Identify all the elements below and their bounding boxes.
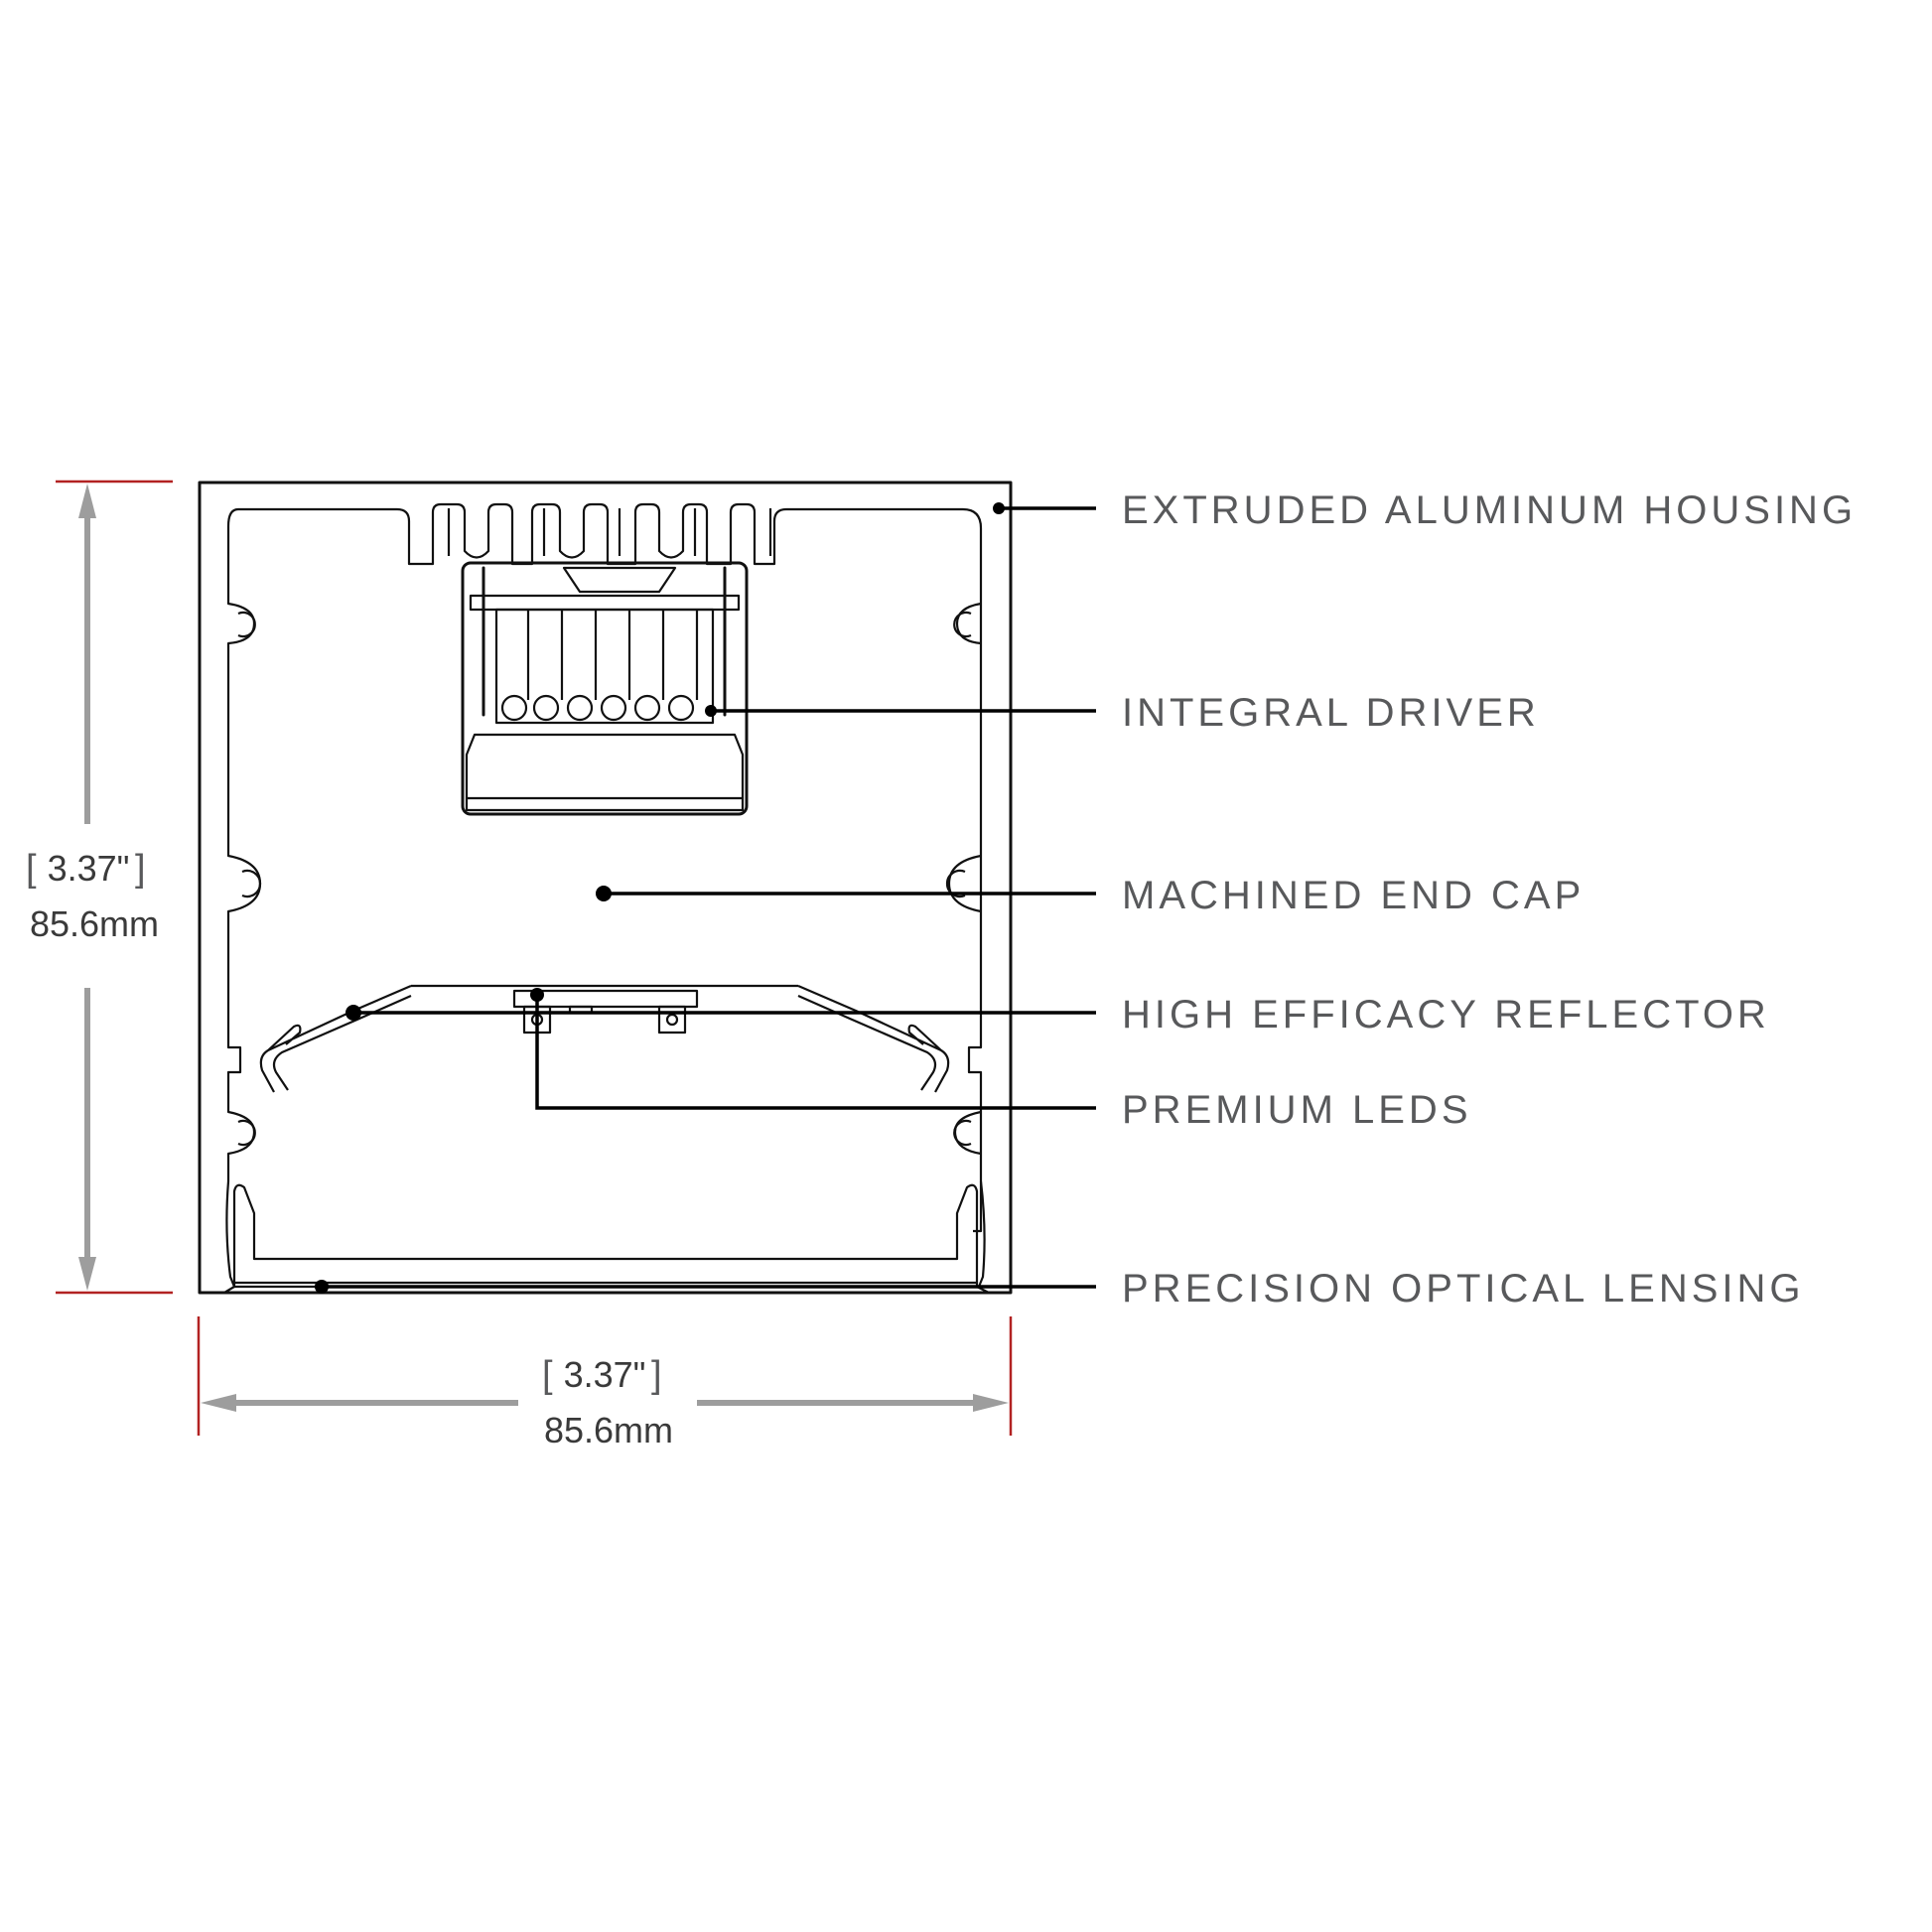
driver-terminal-5 [633,694,661,722]
width-inches: 3.37" [564,1354,646,1395]
housing [198,481,1013,1295]
driver-terminal-2 [532,694,560,722]
width-mm: 85.6mm [544,1410,673,1450]
height-arrowhead-up [78,483,96,518]
slot-right-middle [945,869,966,898]
driver-housing [461,561,749,816]
driver-terminal-1 [500,694,528,722]
height-inches: 3.37" [48,848,130,889]
width-arrowhead-left [201,1394,236,1412]
height-arrowhead-down [78,1257,96,1291]
driver-terminal-block [494,608,715,725]
width-bracket-close: ] [651,1354,662,1396]
width-arrowhead-right [973,1394,1009,1412]
callout-leaders [315,502,1096,1294]
callout-labels: EXTRUDED ALUMINUM HOUSING INTEGRAL DRIVE… [1122,488,1857,1311]
label-reflector: HIGH EFFICACY REFLECTOR [1122,993,1770,1036]
height-mm: 85.6mm [30,903,159,944]
slot-left-upper [237,611,256,638]
slot-left-middle [241,869,262,898]
housing-left-inner-wall [225,507,262,1288]
driver-terminal-6 [667,694,695,722]
led-screw-right [665,1013,679,1027]
driver-terminal-3 [566,694,594,722]
led-module-right [657,1005,687,1035]
lens-assembly [200,1183,1011,1295]
label-housing: EXTRUDED ALUMINUM HOUSING [1122,488,1857,532]
reflector-assembly [259,984,950,1093]
slot-left-lower [237,1119,256,1147]
lens-right-clip [976,1286,1011,1295]
height-dimension: [ 3.37" ] 85.6mm [26,480,173,1295]
height-bracket-close: ] [135,848,146,890]
label-driver: INTEGRAL DRIVER [1122,691,1540,735]
label-lensing: PRECISION OPTICAL LENSING [1122,1267,1805,1311]
housing-outer-wall [198,481,1013,1295]
height-bracket-open: [ [26,848,37,890]
lens-outer [232,1183,979,1289]
housing-inner-cavity [238,502,983,1233]
slot-right-upper [953,611,972,638]
driver-top-cap [562,566,677,594]
width-dimension: [ 3.37" ] 85.6mm [197,1316,1013,1450]
label-endcap: MACHINED END CAP [1122,874,1585,917]
led-board [512,989,699,1009]
lens-left-clip [200,1286,235,1295]
driver-lower-tray [465,733,745,812]
label-leds: PREMIUM LEDS [1122,1088,1472,1132]
slot-right-lower [953,1119,972,1147]
driver-assembly [461,561,749,816]
housing-right-inner-wall [947,602,986,1288]
reflector-right-wing [797,984,950,1093]
driver-rail [469,594,741,612]
driver-terminal-4 [600,694,627,722]
width-bracket-open: [ [542,1354,553,1396]
reflector-left-wing [259,984,412,1093]
leader-line-leds [535,995,1096,1110]
